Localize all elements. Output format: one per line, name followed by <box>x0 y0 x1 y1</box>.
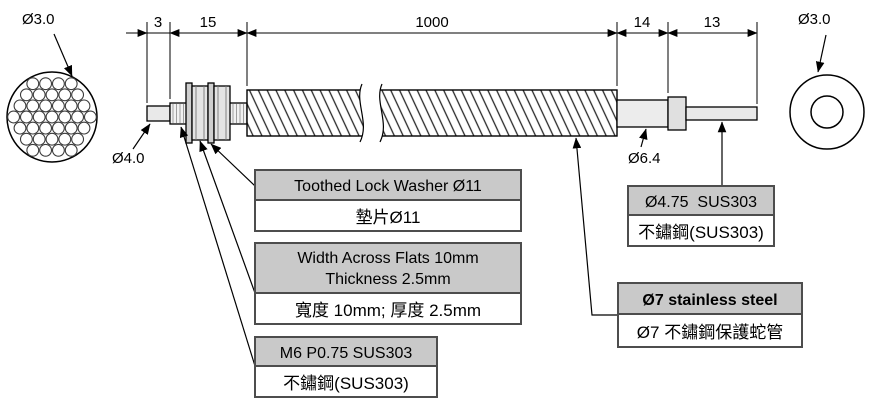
thread-lines <box>172 104 244 123</box>
callout-washer-subtitle: 墊片Ø11 <box>356 208 421 227</box>
washer-callout-leader <box>210 143 256 187</box>
callout-conduit-title: Ø7 stainless steel <box>642 292 777 309</box>
callout-conduit-body <box>617 313 803 348</box>
end-fiber-tip <box>685 106 758 121</box>
dim-label-ferrule: 14 <box>634 14 651 31</box>
hex-nut-left <box>191 85 209 141</box>
front-tip-diameter-label: Ø4.0 <box>112 150 145 167</box>
callout-end-tip: Ø4.75 SUS303 不鏽鋼(SUS303) <box>627 185 775 247</box>
lock-washer-right <box>207 82 215 144</box>
collar <box>667 96 687 131</box>
right-endface-hole-circle <box>810 95 844 129</box>
hex-nut-right <box>213 85 231 141</box>
callout-thread-subtitle: 不鏽鋼(SUS303) <box>283 374 409 393</box>
callout-washer-title: Toothed Lock Washer Ø11 <box>294 178 482 195</box>
dim-label-nut-section: 15 <box>200 14 217 31</box>
right-endface-diameter-label: Ø3.0 <box>798 11 831 28</box>
conduit-break-left <box>359 83 364 143</box>
dimension-chain: 3 15 1000 14 13 <box>126 14 758 104</box>
conduit-callout-leader <box>572 137 618 316</box>
cable-assembly <box>146 82 758 144</box>
callout-end-tip-header <box>627 185 775 216</box>
front-tip <box>146 105 171 122</box>
dim-label-conduit: 1000 <box>415 14 448 31</box>
callout-nut: Width Across Flats 10mm Thickness 2.5mm … <box>254 242 522 325</box>
callout-nut-subtitle: 寬度 10mm; 厚度 2.5mm <box>295 301 481 320</box>
ferrule-diameter-label: Ø6.4 <box>628 150 661 167</box>
ferrule-leader <box>639 128 648 148</box>
callout-end-tip-body <box>627 214 775 247</box>
callout-washer: Toothed Lock Washer Ø11 墊片Ø11 <box>254 169 522 232</box>
flexible-conduit <box>246 89 618 137</box>
callout-washer-body <box>254 199 522 232</box>
callout-conduit: Ø7 stainless steel Ø7 不鏽鋼保護蛇管 <box>617 282 803 348</box>
callout-thread-header <box>254 336 438 367</box>
callout-end-tip-title: Ø4.75 SUS303 <box>645 194 757 211</box>
left-endface-diameter-label: Ø3.0 <box>22 11 55 28</box>
lock-washer-left <box>185 82 193 144</box>
thread-callout-leader <box>179 126 256 367</box>
callout-nut-title-line2: Thickness 2.5mm <box>325 271 450 288</box>
callout-nut-header <box>254 242 522 294</box>
nut-callout-leader <box>199 140 256 294</box>
conduit-break-right <box>379 83 384 143</box>
right-endface-leader <box>815 34 827 73</box>
callout-nut-body <box>254 292 522 325</box>
callout-end-tip-subtitle: 不鏽鋼(SUS303) <box>638 223 764 242</box>
callout-thread-body <box>254 365 438 398</box>
dim-label-end-tip: 13 <box>704 14 721 31</box>
conduit-break-mask <box>359 84 384 142</box>
front-tip-leader <box>132 123 151 150</box>
callout-conduit-subtitle: Ø7 不鏽鋼保護蛇管 <box>637 323 783 342</box>
callout-nut-title-line1: Width Across Flats 10mm <box>297 250 478 267</box>
left-endface-leader <box>53 33 73 77</box>
dim-label-tip: 3 <box>154 14 162 31</box>
callout-thread-title: M6 P0.75 SUS303 <box>280 345 413 362</box>
ferrule <box>616 99 669 128</box>
callout-thread: M6 P0.75 SUS303 不鏽鋼(SUS303) <box>254 336 438 398</box>
fiber-strands <box>7 77 97 157</box>
